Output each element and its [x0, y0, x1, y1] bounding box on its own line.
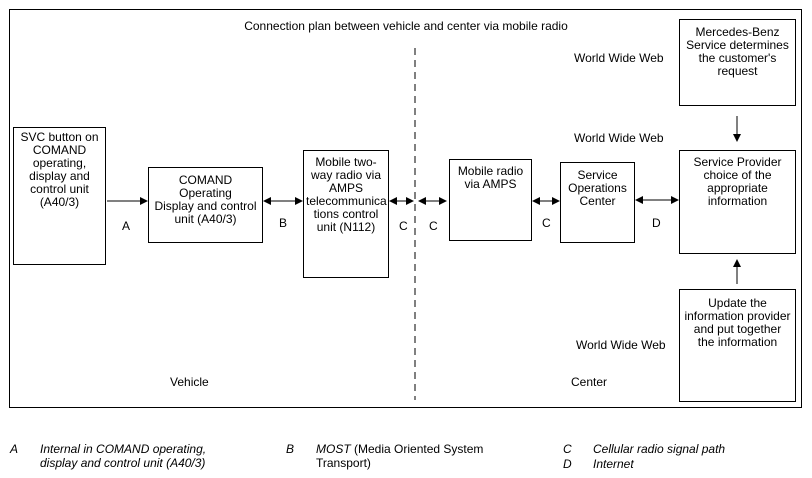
- legend-text-b-italic: MOST: [316, 442, 351, 456]
- label-c-vehicle: C: [399, 219, 408, 233]
- region-vehicle: Vehicle: [170, 375, 209, 389]
- box-mercedes-benz-service: Mercedes-Benz Service determines the cus…: [679, 19, 796, 106]
- box-service-provider: Service Provider choice of the appropria…: [679, 150, 796, 254]
- legend-text-b: MOST (Media Oriented System Transport): [316, 442, 483, 470]
- www-label-top: World Wide Web: [574, 51, 664, 65]
- legend-text-d: Internet: [593, 457, 634, 471]
- label-b: B: [279, 216, 288, 230]
- legend-key-b: B: [286, 442, 295, 456]
- box-mobile-radio: Mobile radio via AMPS: [449, 159, 532, 241]
- legend-key-c: C: [563, 442, 572, 456]
- www-label-bottom: World Wide Web: [576, 338, 666, 352]
- legend-text-a: Internal in COMAND operating, display an…: [40, 442, 207, 470]
- legend-text-b-rest: (Media Oriented System Transport): [316, 442, 484, 470]
- box-comand-unit: COMAND Operating Display and control uni…: [148, 167, 263, 243]
- legend-key-a: A: [10, 442, 19, 456]
- label-c-soc: C: [542, 216, 551, 230]
- legend-key-d: D: [563, 457, 572, 471]
- box-service-operations-center: Service Operations Center: [560, 162, 635, 243]
- label-d: D: [652, 216, 661, 230]
- diagram-frame: [9, 9, 802, 408]
- www-label-middle: World Wide Web: [574, 131, 664, 145]
- region-center: Center: [571, 375, 608, 389]
- box-update-information: Update the information provider and put …: [679, 289, 796, 402]
- diagram-title: Connection plan between vehicle and cent…: [244, 19, 568, 33]
- box-n112-radio: Mobile two- way radio via AMPS telecommu…: [303, 150, 389, 278]
- label-a: A: [122, 219, 131, 233]
- legend-text-c: Cellular radio signal path: [593, 442, 726, 456]
- box-svc-button: SVC button on COMAND operating, display …: [13, 127, 106, 265]
- label-c-center: C: [429, 219, 438, 233]
